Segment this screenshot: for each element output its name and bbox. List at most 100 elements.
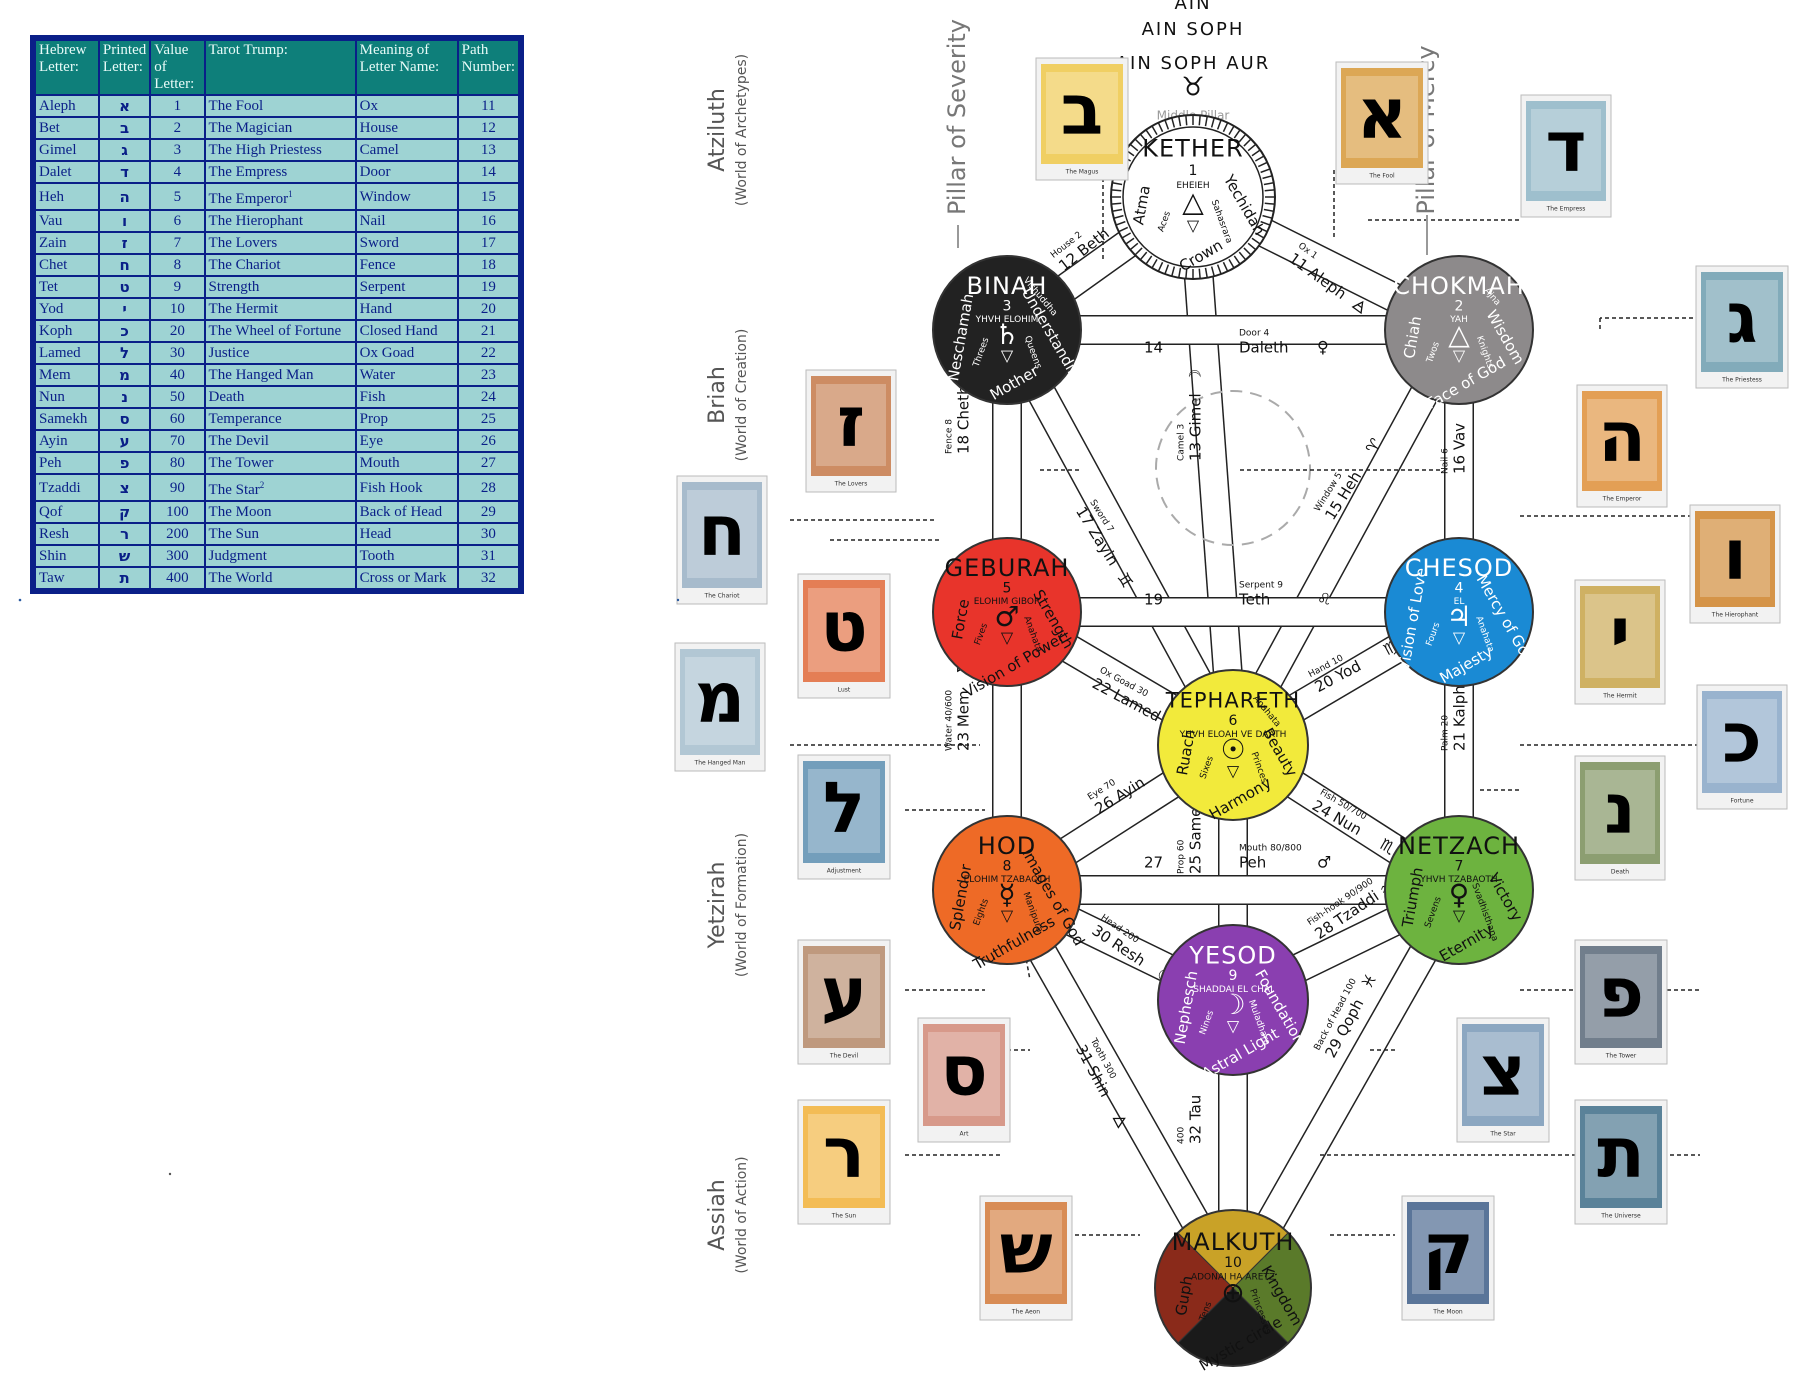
hebrew-letter-name: Ayin (36, 431, 98, 451)
footnote-marker: 2 (259, 480, 265, 490)
tarot-trump: Judgment (205, 546, 355, 566)
kether-ray (1171, 117, 1176, 128)
tarot-trump-text: The Devil (208, 433, 269, 449)
stray-dot (18, 598, 22, 602)
binah-number: 3 (1003, 298, 1012, 314)
hebrew-letter-name: Vau (36, 211, 98, 231)
path-number-text: 32 (480, 570, 496, 586)
kether-ray (1263, 182, 1274, 186)
letter-meaning-text: Eye (359, 433, 383, 449)
tarot-trump-text: The Chariot (208, 257, 281, 273)
yesod-divine-name: SHADDAI EL CHAI (1193, 985, 1272, 995)
path-number: 28 (458, 475, 518, 500)
card-artwork-highlight (1707, 699, 1777, 783)
hebrew-letter-name-text: Zain (39, 235, 67, 251)
chesed-number: 4 (1455, 580, 1464, 596)
path-symbol-icon: ☽ (1186, 369, 1205, 383)
letter-value: 100 (151, 502, 204, 522)
ain-label: AIN (1174, 0, 1211, 14)
card-caption: The Hierophant (1711, 612, 1759, 619)
path-label-small: 400 (1177, 1127, 1187, 1144)
card-hebrew-letter: ח (698, 490, 746, 572)
card-artwork (803, 1106, 885, 1208)
kether-ray (1233, 255, 1241, 265)
letter-meaning: Ox Goad (356, 343, 457, 363)
kether-ray (1157, 122, 1164, 133)
letter-meaning-text: Fish (359, 389, 386, 405)
tiphareth-circle (1157, 669, 1309, 821)
hebrew-letter-name-text: Chet (39, 257, 68, 273)
printed-letter-text: ר (120, 525, 130, 543)
letter-meaning: House (356, 118, 457, 138)
card-caption: The Hermit (1602, 693, 1637, 700)
card-artwork-highlight (808, 769, 880, 853)
binah-divine-name: YHVH ELOHIM (975, 315, 1039, 325)
letter-meaning-text: Prop (359, 411, 388, 427)
kether-ray (1260, 220, 1271, 226)
printed-letter-text: ס (119, 410, 130, 428)
printed-letter: ש (99, 546, 150, 566)
printed-letter-text: ט (119, 278, 130, 296)
footnote-marker: 1 (288, 189, 293, 199)
card-hebrew-letter: ר (823, 1112, 865, 1194)
kether-ray (1262, 214, 1273, 219)
card-artwork (811, 376, 891, 476)
card-caption: The Hanged Man (694, 760, 746, 767)
kether-ray (1134, 138, 1143, 147)
printed-letter: ב (99, 118, 150, 138)
path-number: 20 (458, 299, 518, 319)
card-caption: The Magus (1065, 169, 1099, 176)
letter-meaning-text: Head (359, 526, 392, 542)
kether-ray (1111, 202, 1122, 205)
letter-value: 30 (151, 343, 204, 363)
path-label-19: 27 (1144, 854, 1163, 872)
stray-marks (168, 1172, 172, 1176)
hebrew-letter-name-text: Aleph (39, 98, 76, 114)
kether-ray (1113, 214, 1124, 219)
printed-letter: ת (99, 568, 150, 588)
path-label-small: Prop 60 (1177, 839, 1187, 874)
printed-letter-text: ד (120, 163, 129, 181)
letter-value-text: 20 (169, 323, 185, 339)
path-label-small: Camel 3 (1177, 424, 1187, 461)
geburah-element-icon: ▽ (1001, 628, 1014, 647)
pillar-of-severity-label: Pillar of Severity (943, 19, 971, 215)
card-artwork-highlight (1585, 1114, 1657, 1198)
kether-ray (1171, 266, 1176, 277)
hod-planet-icon: ☿ (998, 878, 1015, 911)
path-label-main: 19 (1144, 591, 1163, 609)
header-hebrew-letter: Hebrew Letter: (36, 41, 98, 94)
printed-letter: ז (99, 233, 150, 253)
chesed-divine-name: EL (1454, 597, 1465, 607)
letter-value-text: 90 (169, 479, 185, 496)
kether-ray (1145, 129, 1153, 139)
path-number-text: 30 (480, 526, 496, 542)
card-artwork (803, 761, 885, 863)
letter-value-text: 400 (166, 570, 189, 586)
letter-meaning-text: Ox Goad (359, 345, 415, 361)
card-artwork-highlight (808, 954, 880, 1038)
card-caption: The Fool (1368, 173, 1395, 180)
card-hebrew-letter: ה (1598, 396, 1646, 478)
card-hebrew-letter: ד (1545, 106, 1586, 188)
card-caption: The Aeon (1011, 1309, 1040, 1316)
letter-value: 1 (151, 96, 204, 116)
letter-meaning: Prop (356, 409, 457, 429)
card-artwork (803, 946, 885, 1048)
kether-ray (1243, 138, 1252, 147)
path-symbol-icon: ♓ (1357, 970, 1381, 992)
ain-soph-label: AIN SOPH (1142, 19, 1245, 40)
tarot-trump: The Lovers (205, 233, 355, 253)
malkuth-title: MALKUTH (1172, 1228, 1295, 1256)
hod-title: HOD (978, 832, 1036, 860)
